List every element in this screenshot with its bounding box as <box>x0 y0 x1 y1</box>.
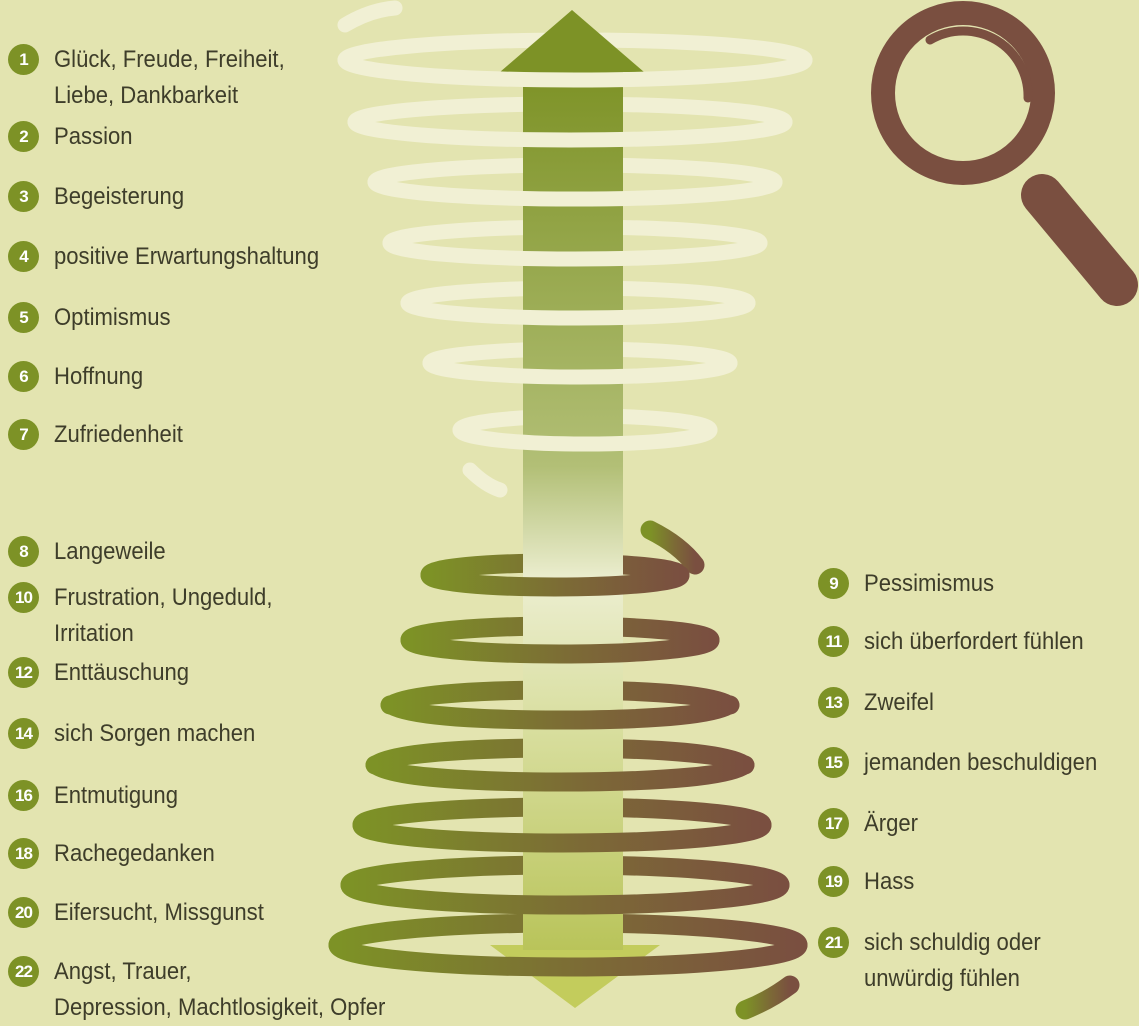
emotion-item-1: 1 Glück, Freude, Freiheit, Liebe, Dankba… <box>8 42 305 114</box>
emotion-label: Enttäuschung <box>54 659 190 686</box>
emotion-label: Zweifel <box>864 689 934 716</box>
emotion-label: positive Erwartungshaltung <box>54 243 320 270</box>
emotion-label: Hoffnung <box>54 363 144 390</box>
upper-ring-1-front <box>337 52 813 88</box>
emotion-item-16: 16 Entmutigung <box>8 778 189 814</box>
emotion-label: sich schuldig oder unwürdig fühlen <box>864 929 1041 992</box>
emotion-item-22: 22 Angst, Trauer, Depression, Machtlosig… <box>8 954 414 1026</box>
emotion-item-21: 21 sich schuldig oder unwürdig fühlen <box>818 925 1056 997</box>
emotion-label: sich Sorgen machen <box>54 720 256 747</box>
emotion-label: Pessimismus <box>864 570 995 597</box>
number-badge: 21 <box>818 927 849 958</box>
number-badge: 8 <box>8 536 39 567</box>
lower-spiral-top-tail <box>640 520 705 575</box>
emotion-label: Frustration, Ungeduld, Irritation <box>54 584 273 647</box>
emotion-item-17: 17 Ärger <box>818 806 923 842</box>
emotion-item-19: 19 Hass <box>818 864 919 900</box>
lower-ring-3-front <box>380 695 740 730</box>
emotion-item-2: 2 Passion <box>8 119 139 155</box>
emotion-item-4: 4 positive Erwartungshaltung <box>8 239 342 275</box>
upper-ring-5-front <box>400 295 756 326</box>
emotion-label: Langeweile <box>54 538 166 565</box>
magnifying-glass-icon <box>871 1 1138 306</box>
number-badge: 7 <box>8 419 39 450</box>
emotion-label: Begeisterung <box>54 183 185 210</box>
lower-ring-1-front <box>420 565 690 597</box>
number-badge: 3 <box>8 181 39 212</box>
lower-ring-5-front <box>352 815 772 853</box>
emotion-item-3: 3 Begeisterung <box>8 179 195 215</box>
lower-ring-6-front <box>340 875 790 915</box>
emotion-item-13: 13 Zweifel <box>818 685 940 721</box>
lower-spiral-front <box>328 565 808 977</box>
emotion-item-5: 5 Optimismus <box>8 300 181 336</box>
vertical-arrow <box>490 10 660 1008</box>
lower-ring-7-front <box>328 935 808 977</box>
arrow-shaft <box>523 70 623 950</box>
number-badge: 14 <box>8 718 39 749</box>
number-badge: 13 <box>818 687 849 718</box>
emotion-label: Glück, Freude, Freiheit, Liebe, Dankbark… <box>54 46 285 109</box>
upper-ring-2-front <box>347 114 793 148</box>
emotion-label: Hass <box>864 868 915 895</box>
emotion-label: sich überfordert fühlen <box>864 628 1084 655</box>
upper-spiral-bottom-tail <box>462 462 508 498</box>
number-badge: 11 <box>818 626 849 657</box>
emotion-label: Rachegedanken <box>54 840 215 867</box>
upper-spiral-top-tail <box>337 0 403 33</box>
emotion-item-6: 6 Hoffnung <box>8 359 151 395</box>
upper-ring-7-front <box>452 422 718 452</box>
emotion-item-7: 7 Zufriedenheit <box>8 417 194 453</box>
emotion-item-10: 10 Frustration, Ungeduld, Irritation <box>8 580 291 652</box>
number-badge: 5 <box>8 302 39 333</box>
arrow-down-head <box>490 945 660 1008</box>
number-badge: 17 <box>818 808 849 839</box>
emotion-item-20: 20 Eifersucht, Missgunst <box>8 895 282 931</box>
upper-ring-4-front <box>382 235 768 267</box>
emotion-label: jemanden beschuldigen <box>864 749 1098 776</box>
emotion-item-12: 12 Enttäuschung <box>8 655 201 691</box>
number-badge: 15 <box>818 747 849 778</box>
emotion-label: Eifersucht, Missgunst <box>54 899 264 926</box>
number-badge: 19 <box>818 866 849 897</box>
number-badge: 18 <box>8 838 39 869</box>
emotion-item-8: 8 Langeweile <box>8 534 175 570</box>
number-badge: 4 <box>8 241 39 272</box>
emotion-label: Angst, Trauer, Depression, Machtlosigkei… <box>54 958 386 1021</box>
lower-spiral-bottom-tail <box>735 975 800 1020</box>
number-badge: 9 <box>818 568 849 599</box>
emotion-label: Optimismus <box>54 304 171 331</box>
upper-ring-6-front <box>422 355 738 385</box>
number-badge: 1 <box>8 44 39 75</box>
emotion-label: Zufriedenheit <box>54 421 183 448</box>
emotion-item-9: 9 Pessimismus <box>818 566 1005 602</box>
upper-spiral-front <box>337 52 813 452</box>
emotion-item-15: 15 jemanden beschuldigen <box>818 745 1118 781</box>
number-badge: 20 <box>8 897 39 928</box>
number-badge: 22 <box>8 956 39 987</box>
emotion-label: Entmutigung <box>54 782 178 809</box>
emotion-item-18: 18 Rachegedanken <box>8 836 229 872</box>
emotion-label: Ärger <box>864 810 918 837</box>
lower-ring-4-front <box>365 755 755 792</box>
upper-ring-3-front <box>367 174 783 207</box>
lower-ring-2-front <box>400 630 720 664</box>
number-badge: 10 <box>8 582 39 613</box>
emotion-label: Passion <box>54 123 133 150</box>
number-badge: 6 <box>8 361 39 392</box>
arrow-up-head <box>500 10 644 72</box>
emotion-item-14: 14 sich Sorgen machen <box>8 716 273 752</box>
number-badge: 2 <box>8 121 39 152</box>
number-badge: 16 <box>8 780 39 811</box>
emotion-item-11: 11 sich überfordert fühlen <box>818 624 1103 660</box>
number-badge: 12 <box>8 657 39 688</box>
